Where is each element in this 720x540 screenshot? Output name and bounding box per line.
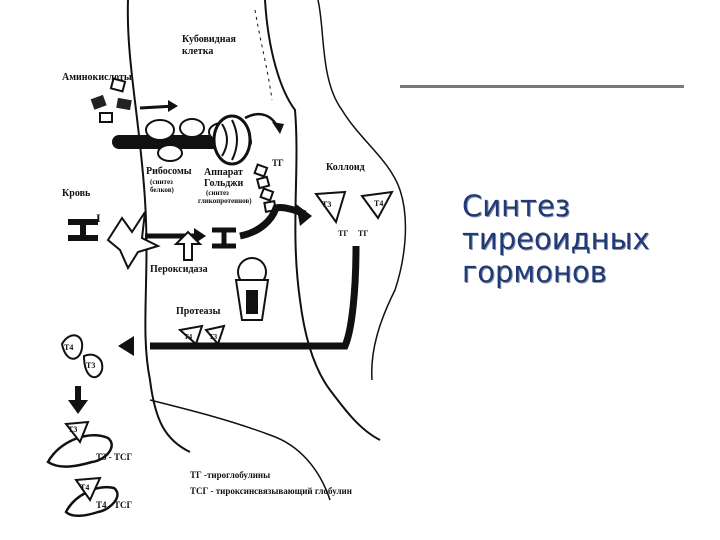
arrow-head	[118, 336, 134, 356]
golgi-apparatus	[212, 114, 252, 166]
amino-acid-block	[99, 112, 113, 123]
legend-tsg: ТСГ - тироксинсвязывающий глобулин	[190, 486, 352, 496]
label-blood: Кровь	[62, 188, 91, 199]
label-golgi-sub-2: гликопротеинов)	[198, 197, 252, 205]
label-proteases: Протеазы	[176, 306, 221, 317]
thyroglobulin-chain	[253, 163, 277, 213]
label-t4-colloid: Т4	[374, 199, 383, 208]
label-colloid: Коллоид	[326, 162, 365, 173]
label-cubic-cell-2: клетка	[182, 46, 213, 57]
colloid-outline	[317, 0, 407, 381]
slide-title-line-1: Синтез	[462, 189, 571, 223]
label-golgi-2: Гольджи	[204, 178, 244, 189]
amino-acid-block	[90, 94, 107, 110]
label-protease-t3: Т3	[209, 333, 218, 341]
iodination-arrow	[239, 204, 307, 240]
label-tg: ТГ	[272, 158, 284, 168]
cell-outline-right	[264, 0, 381, 441]
label-t4-tsg: Т4 - ТСГ	[96, 500, 133, 510]
slide-title-line-2: тиреоидных	[462, 222, 650, 256]
label-ribosomes-sub: (синтез	[150, 178, 173, 186]
label-iodide: I	[96, 211, 101, 225]
lower-membrane	[149, 399, 331, 501]
label-golgi-sub: (синтез	[206, 189, 229, 197]
label-protease-t4: Т4	[184, 333, 193, 341]
legend-tg: ТГ -тироглобулины	[190, 470, 270, 480]
arrow-head	[272, 122, 284, 134]
label-ribosomes-sub-2: белков)	[150, 186, 174, 194]
label-golgi: Аппарат	[204, 167, 243, 178]
golgi-arrow	[244, 112, 280, 129]
protease-core	[246, 290, 258, 314]
label-t4-bound: Т4	[80, 483, 89, 492]
golgi-stack	[221, 119, 238, 161]
t4-bound	[74, 476, 102, 503]
label-t4-blood: Т4	[64, 343, 73, 352]
ribosome	[145, 119, 175, 141]
peroxidase-arrow	[173, 230, 203, 261]
slide-title-line-3: гормонов	[462, 255, 607, 289]
cell-outline-left	[126, 0, 191, 453]
arrow-head	[296, 204, 312, 226]
amino-acid-block	[109, 77, 127, 93]
label-cubic-cell: Кубовидная	[182, 34, 236, 45]
colloid-return-path	[150, 245, 360, 350]
label-peroxidase: Пероксидаза	[150, 264, 208, 275]
arrow-head	[68, 400, 88, 414]
label-tg-colloid-2: ТГ	[358, 229, 368, 238]
label-amino-acids: Аминокислоты	[62, 72, 132, 83]
label-ribosomes: Рибосомы	[146, 166, 192, 177]
label-t3-tsg: Т3 - ТСГ	[96, 452, 133, 462]
dashed-boundary	[254, 9, 273, 101]
label-t3-bound: Т3	[68, 425, 77, 434]
t3-tsg-complex	[46, 434, 113, 468]
t3-colloid	[314, 190, 347, 225]
amino-acid-block	[116, 97, 132, 111]
iodide-pump	[106, 211, 161, 271]
arrow-head	[168, 100, 178, 112]
title-rule	[400, 85, 684, 88]
t4-colloid	[360, 190, 394, 220]
iodide-glyph-blood	[68, 219, 98, 241]
t4-blood	[60, 334, 84, 360]
ribosome	[179, 118, 205, 138]
label-t3-blood: Т3	[86, 361, 95, 370]
protease-t3	[204, 324, 226, 346]
protease-t4	[177, 324, 204, 346]
label-t3-colloid: Т3	[322, 200, 331, 209]
t3-bound	[64, 420, 90, 444]
t3-blood	[82, 353, 104, 379]
ribosome	[157, 144, 183, 162]
label-tg-colloid-1: ТГ	[338, 229, 348, 238]
slide-title: Синтез тиреоидных гормонов	[462, 190, 712, 289]
iodide-glyph-cell	[212, 227, 236, 249]
